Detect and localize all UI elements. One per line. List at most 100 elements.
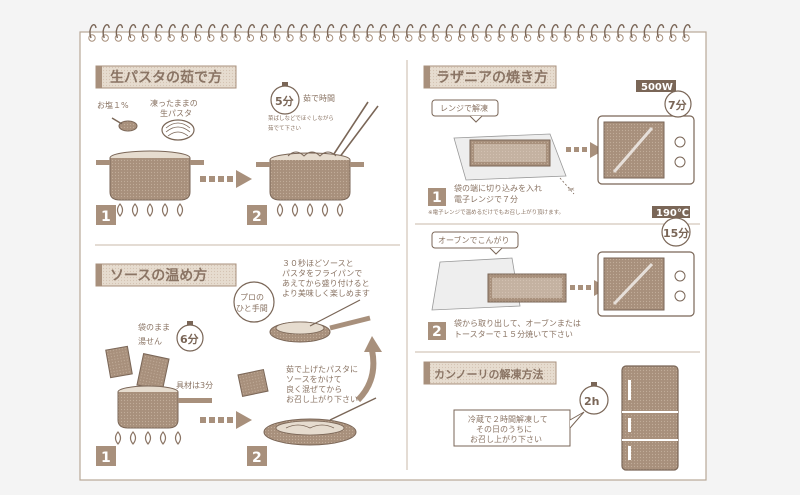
oven-step-label: オーブンでこんがり (438, 235, 510, 245)
lasagna-tray-icon (453, 133, 567, 181)
pro-tip-label-2: ひと手間 (236, 303, 268, 313)
ring-wire (630, 24, 638, 39)
flame (336, 203, 344, 217)
ring-wire (300, 24, 308, 39)
pro-tip-text-1: ３０秒ほどソースと (282, 258, 354, 268)
plate-icon (263, 397, 377, 446)
serve-text-2: ソースをかけて (286, 375, 342, 384)
ring-wire (353, 24, 361, 39)
ring-wire (208, 24, 216, 39)
warm-time: 6分 (180, 332, 199, 346)
pot-icon (256, 151, 364, 201)
ring-wire (89, 24, 97, 39)
step-badge-1 (96, 205, 116, 225)
frying-pan-icon (269, 299, 371, 343)
ring-wire (115, 24, 124, 39)
arrow-icon (200, 411, 252, 429)
oven-time: 15分 (663, 226, 689, 240)
ring-wire (419, 24, 427, 39)
ring-wire (313, 24, 322, 39)
frozen-label-2: 生パスタ (160, 108, 192, 118)
boil-time: 5分 (275, 94, 294, 108)
spoon-icon (118, 120, 138, 132)
pro-tip-label-1: プロの (240, 293, 264, 302)
frozen-label-1: 凍ったままの (150, 98, 198, 108)
thaw-text-1: 冷蔵で２時間解凍して (468, 414, 548, 424)
serve-text-3: 良く混ぜてから (286, 384, 342, 394)
ring-wire (274, 24, 282, 39)
burner-flame-icon (116, 203, 184, 217)
sauce-section: ソースの温め方 袋のまま 湯せん 6分 具材は3分 1 プロの ひと手間 ３ (95, 258, 382, 466)
ring-wire (445, 24, 454, 39)
ring-wire (670, 24, 678, 39)
step-badge-2 (247, 446, 267, 466)
microwave-note: ※電子レンジで温めるだけでもお召し上がり頂けます。 (428, 208, 564, 216)
flame (321, 203, 329, 217)
flame (159, 431, 167, 445)
temperature-badge (652, 206, 690, 218)
ring-wire (260, 24, 269, 39)
thaw-instruction-box (453, 409, 571, 447)
ring-wire (472, 24, 480, 39)
pack-label-2: 湯せん (138, 336, 162, 346)
step-number: 1 (101, 450, 111, 466)
ring-wire (287, 24, 295, 39)
flame (276, 203, 284, 217)
flame (131, 203, 139, 217)
step-number: 1 (432, 190, 442, 206)
burner-flame-icon (114, 431, 182, 445)
microwave-instruction-2: 電子レンジで７分 (454, 195, 518, 204)
ring-wire (524, 24, 533, 39)
flame (144, 431, 152, 445)
wattage-badge (636, 80, 676, 92)
ring-wire (564, 24, 572, 39)
sauce-title: ソースの温め方 (110, 267, 207, 284)
step-badge-1 (428, 188, 446, 206)
microwave-step-label: レンジで解凍 (440, 103, 488, 113)
pro-tip-text-3: あえてから盛り付けると (282, 278, 370, 288)
sauce-pack-icon (237, 368, 269, 398)
microwave-instruction-1: 袋の端に切り込みを入れ (454, 183, 542, 193)
ring-wire (234, 24, 242, 39)
ring-wire (406, 24, 414, 39)
pro-tip-bubble (233, 281, 275, 323)
ring-wire (511, 24, 520, 39)
ring-wire (458, 24, 467, 39)
ring-wire (366, 24, 374, 39)
step-number: 2 (252, 450, 262, 466)
lasagna-section: ラザニアの焼き方 レンジで解凍 ✂ 500W (423, 65, 695, 340)
cannoli-section: カンノーリの解凍方法 2h 冷蔵で２時間解凍して その日のうちに お召し上がり下… (423, 361, 679, 471)
scissors-icon: ✂ (568, 185, 575, 194)
flame (161, 203, 169, 217)
arrow-icon (200, 170, 252, 188)
ring-wire (617, 24, 625, 39)
step-badge-1 (96, 446, 116, 466)
thaw-text-2: その日のうちに (476, 425, 532, 434)
ring-wire (643, 24, 652, 39)
flame (114, 431, 122, 445)
sauce-pack-icon (105, 345, 133, 379)
ring-wire (498, 24, 506, 39)
step-badge-2 (428, 322, 446, 340)
ring-wire (128, 24, 137, 39)
microwave-time: 7分 (668, 98, 687, 112)
spiral-binding (88, 24, 691, 42)
ring-wire (155, 24, 163, 39)
pasta-nest-icon (161, 119, 195, 141)
ring-wire (538, 24, 546, 39)
chopsticks-icon (329, 101, 369, 161)
ring-wire (432, 24, 440, 39)
ring-wire (683, 24, 691, 39)
oven-instruction-1: 袋から取り出して、オーブンまたは (454, 318, 581, 328)
cannoli-title: カンノーリの解凍方法 (434, 367, 543, 381)
flame (174, 431, 182, 445)
ring-wire (551, 24, 559, 39)
step-badge-2 (247, 205, 267, 225)
ring-wire (656, 24, 665, 39)
oven-temperature: 190℃ (656, 208, 689, 219)
ring-wire (392, 24, 401, 39)
serve-text-4: お召し上がり下さい (286, 394, 358, 404)
flame (146, 203, 154, 217)
ring-wire (102, 24, 110, 39)
oven-icon (597, 251, 695, 317)
